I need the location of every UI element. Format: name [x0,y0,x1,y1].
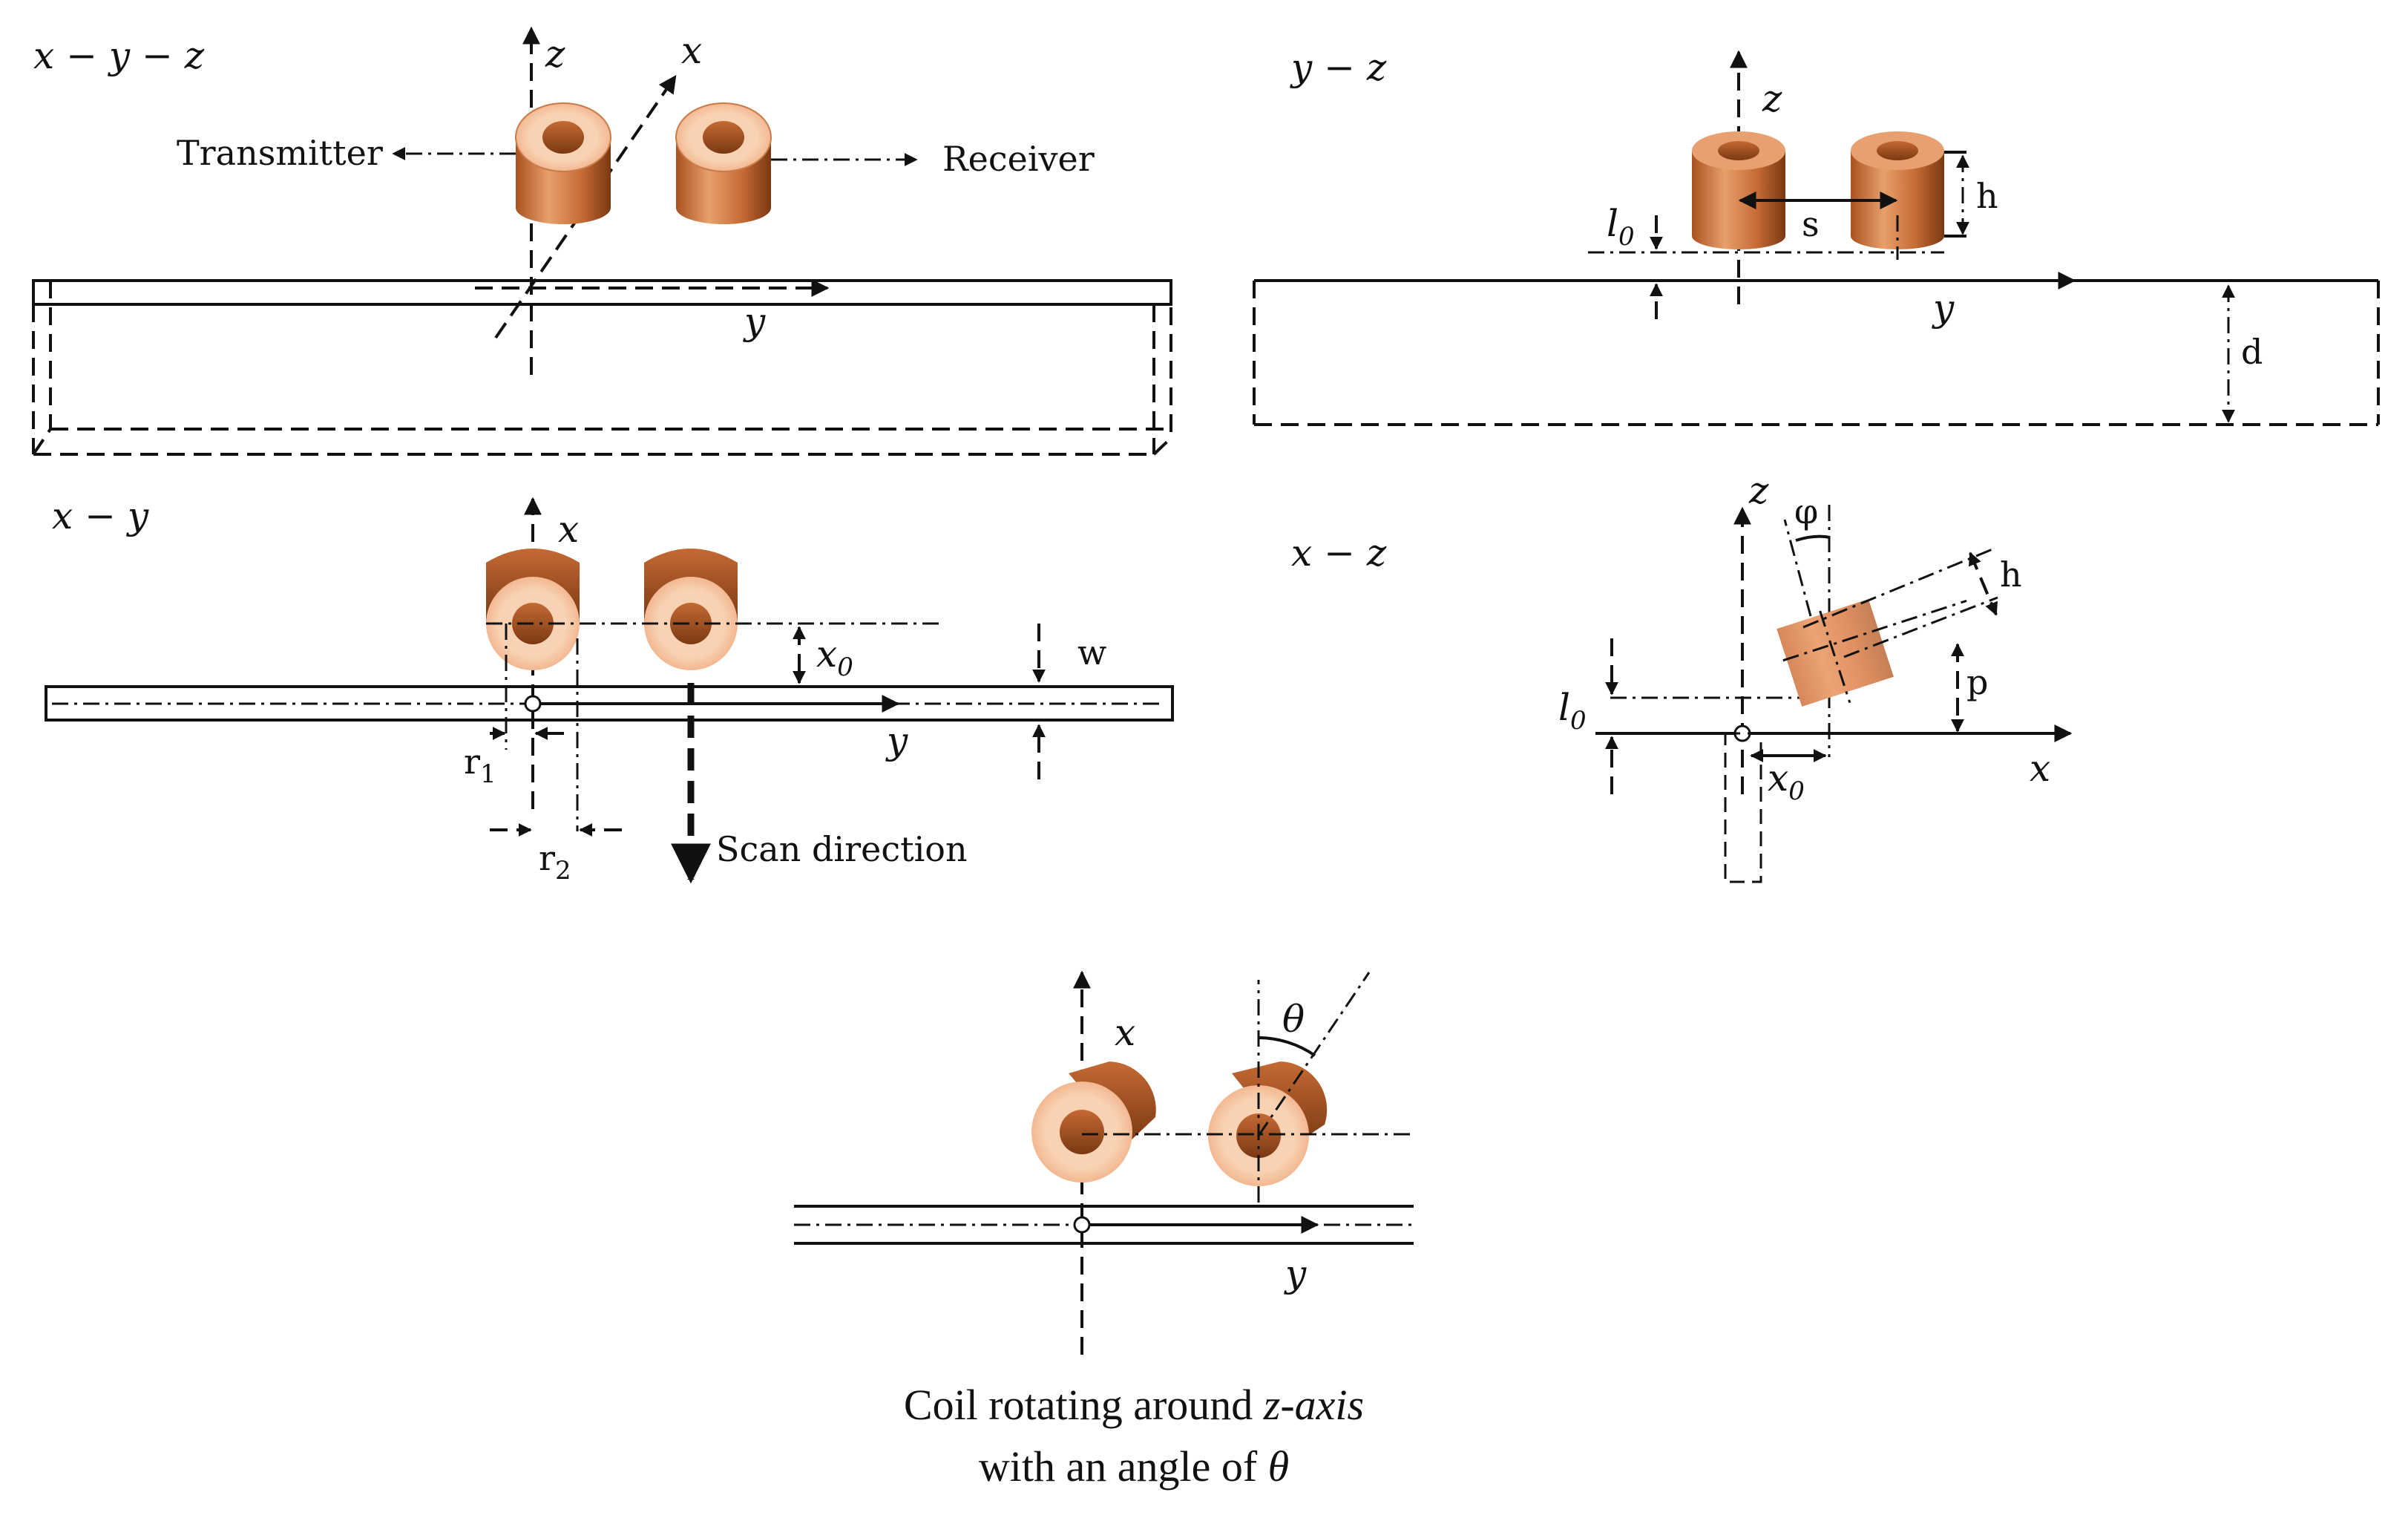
receiver-coil [675,102,772,224]
panel-xy-title: x − y [52,494,149,537]
panel-xz-title: x − z [1291,531,1387,575]
receiver-coil [1851,131,1944,249]
plate-section [1724,732,1762,883]
transmitter-coil [1031,1061,1156,1182]
axis-y-label: y [743,300,766,343]
transmitter-coil [1692,131,1785,249]
caption-line-2: with an angle of θ [979,1442,1289,1491]
label-theta: θ [1282,998,1305,1041]
axis-x-label: x [558,508,579,551]
label-h: h [1976,176,1998,216]
label-x0: x0 [816,632,853,682]
receiver-coil [644,549,738,670]
axis-x-label: x [681,29,702,72]
panel-yz-title: y − z [1290,46,1387,89]
axis-y-label: y [1932,287,1955,330]
axis-z-label: z [1748,469,1769,512]
panel-xz: x − z x z l0 x0 h p φ [1291,469,2073,883]
label-p: p [1966,662,1988,702]
panel-yz: y − z y z s h l0 d [1253,46,2380,426]
label-w: w [1077,632,1106,673]
axis-y-label: y [1284,1252,1307,1295]
caption-line-1: Coil rotating around z-axis [904,1381,1364,1429]
axis-y-label: y [885,719,908,762]
label-l0: l0 [1558,686,1587,736]
label-r2: r2 [539,838,571,886]
panel-xy: x − y y x x0 w r1 r2 Sc [45,494,1174,886]
panel-xyz-title: x − y − z [33,34,205,77]
axis-z-label: z [545,33,565,76]
transmitter-label: Transmitter [177,133,383,173]
axis-z-label: z [1762,77,1782,120]
axis-x-label: x [1115,1011,1135,1054]
origin-marker [524,695,542,713]
label-h: h [2000,554,2022,595]
label-r1: r1 [464,742,496,789]
label-phi: φ [1794,491,1818,531]
label-x0: x0 [1768,756,1805,806]
transmitter-coil [486,549,580,670]
label-s: s [1802,204,1820,244]
receiver-label: Receiver [942,139,1095,179]
scan-direction-label: Scan direction [716,829,968,869]
plate-strip [45,685,1174,722]
dim-h [1969,552,1998,616]
label-l0: l0 [1607,202,1635,252]
panel-rotation: y x θ Coil rotating around z-axis with a… [794,970,1414,1491]
axis-x-label: x [2030,747,2050,790]
origin-marker [1073,1216,1091,1234]
label-d: d [2241,332,2263,372]
plate-top-face [32,279,1172,306]
transmitter-coil [515,102,611,224]
panel-xyz: x − y − z z x y Tr [32,26,1172,456]
